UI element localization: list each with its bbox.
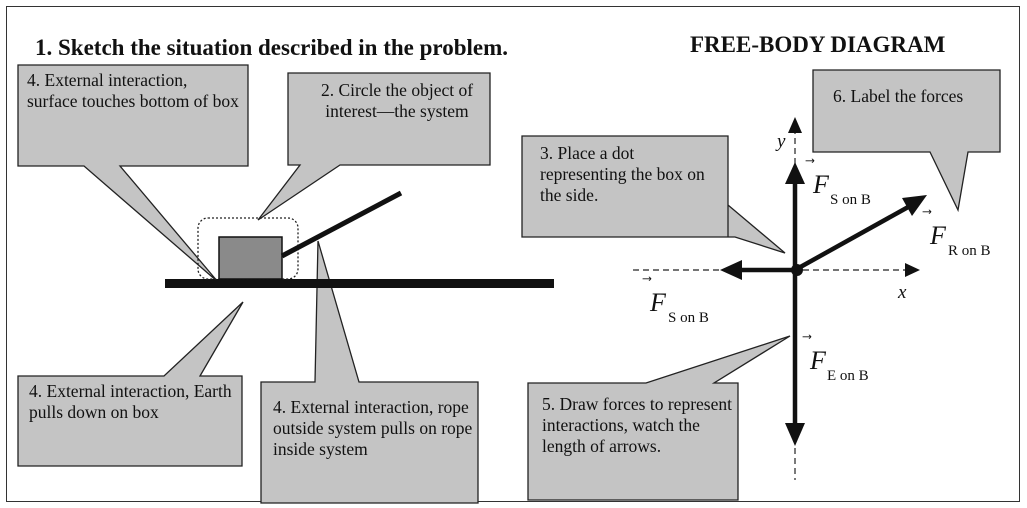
callout-surface-balloon [17,64,249,283]
figure-frame [6,6,1020,502]
y-axis-arrowhead [788,117,802,133]
rope-force-arrow [793,204,912,272]
callout-label-balloon [812,69,1001,213]
box [218,236,283,280]
callout-rope-balloon [260,240,479,504]
callout-dot-balloon [521,135,786,254]
callout-draw-text: 5. Draw forces to represent interactions… [542,394,732,456]
friction-force-symbol: F [650,288,666,317]
friction-force-subscript: S on B [668,310,709,326]
box-dot [791,264,803,276]
callout-circle-text: 2. Circle the object of interest—the sys… [320,80,474,121]
normal-force-symbol: F [813,170,829,199]
callout-earth-text: 4. External interaction, Earth pulls dow… [29,381,232,422]
x-axis-label: x [898,282,907,303]
gravity-force-symbol: F [810,346,826,375]
callout-rope-text: 4. External interaction, rope outside sy… [273,397,473,459]
callout-circle-balloon [257,72,491,221]
normal-force-subscript: S on B [830,192,871,208]
gravity-force-subscript: E on B [827,368,869,384]
y-axis-label: y [777,131,786,152]
rope-force-subscript: R on B [948,243,991,259]
callout-surface-text: 4. External interaction, surface touches… [27,70,239,111]
rope [280,190,403,259]
friction-force-arrowhead [720,260,742,280]
callout-earth-balloon [17,301,244,467]
callout-draw-balloon [527,335,791,501]
callout-label-text: 6. Label the forces [833,86,964,106]
x-axis-arrowhead [905,263,920,277]
ground-surface [165,279,554,288]
rope-force-arrowhead [902,195,927,216]
rope-force-symbol: F [930,221,946,250]
fbd-heading: FREE-BODY DIAGRAM [690,32,946,57]
normal-force-arrowhead [785,162,805,184]
callout-dot-text: 3. Place a dot representing the box on t… [540,143,705,205]
sketch-heading: 1. Sketch the situation described in the… [35,35,509,60]
gravity-force-arrowhead [785,423,805,446]
